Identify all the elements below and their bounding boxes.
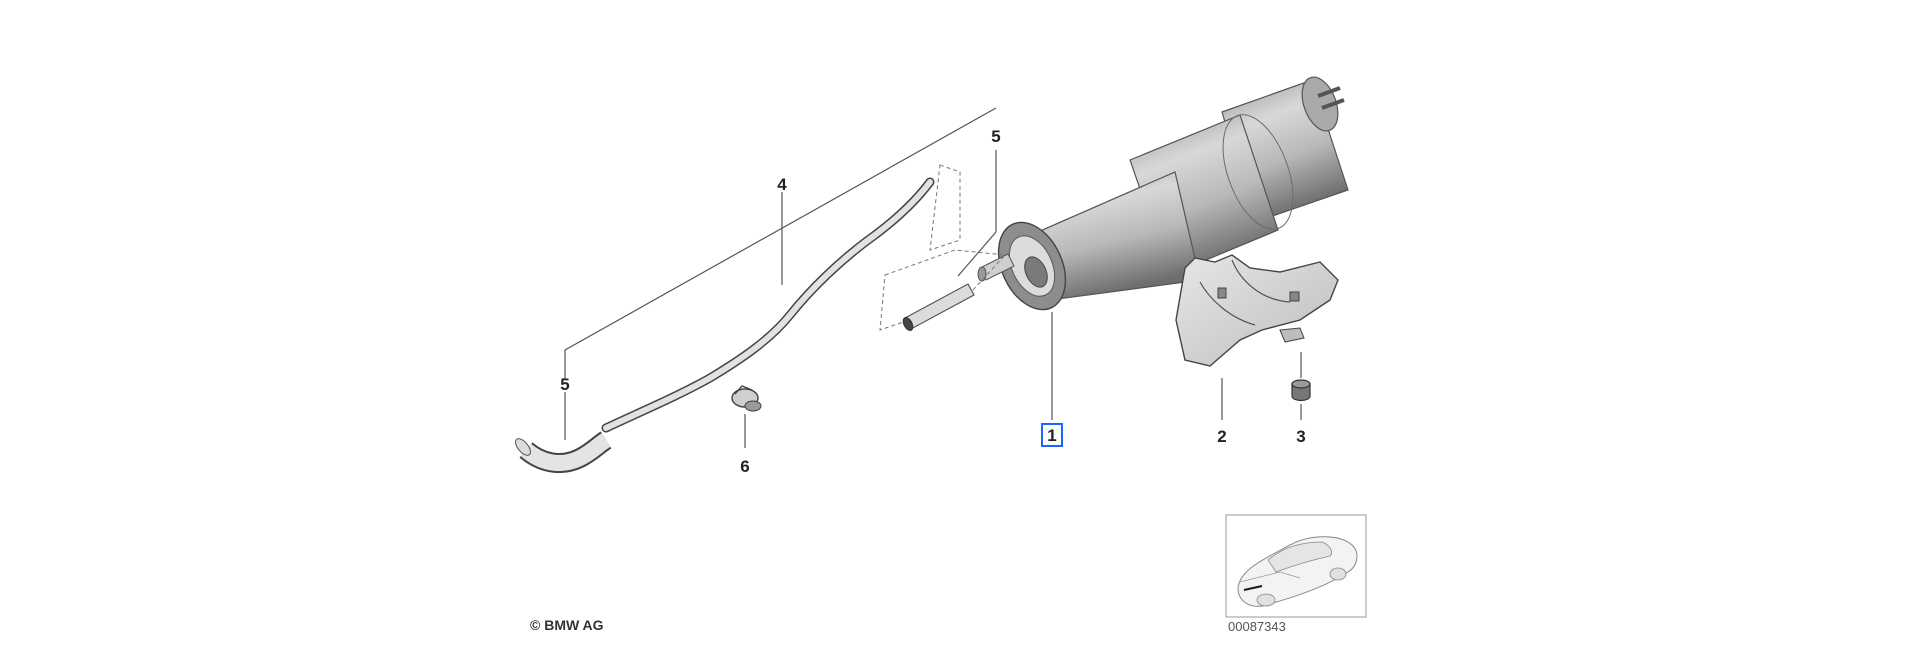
- callout-6[interactable]: 6: [740, 457, 749, 476]
- callout-1-highlight: [1041, 423, 1063, 447]
- mounting-bracket-icon: [1175, 254, 1339, 367]
- callout-5-top[interactable]: 5: [991, 127, 1000, 146]
- callout-4[interactable]: 4: [777, 175, 787, 194]
- leader-5-top-b: [957, 231, 997, 277]
- short-hose-icon: [902, 283, 975, 331]
- hose-clamp-icon: [731, 385, 762, 412]
- callout-5-left[interactable]: 5: [560, 375, 569, 394]
- fuel-filter-icon: [977, 76, 1349, 311]
- callout-3[interactable]: 3: [1296, 427, 1305, 446]
- callout-2[interactable]: 2: [1217, 427, 1226, 446]
- callout-1[interactable]: 1: [1047, 426, 1056, 445]
- hose-detail-box: [879, 249, 1007, 331]
- vehicle-thumbnail-icon[interactable]: [1225, 514, 1367, 618]
- fuel-hose-icon: [601, 177, 935, 433]
- leader-5-shared: [564, 107, 997, 380]
- elbow-hose-icon: [515, 431, 612, 474]
- rubber-grommet-icon: [1291, 379, 1311, 402]
- illustration-number: 00087343: [1228, 619, 1286, 634]
- hose-detail-box-2: [929, 164, 961, 251]
- copyright-text: © BMW AG: [530, 617, 604, 633]
